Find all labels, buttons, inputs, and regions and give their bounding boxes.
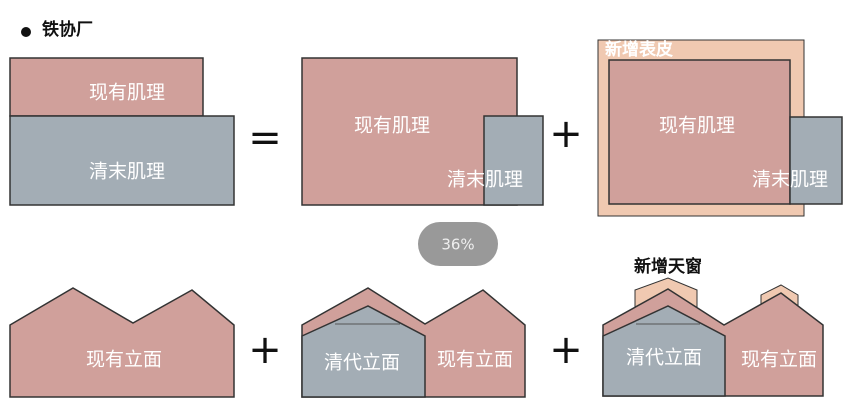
section-title: 铁协厂 [42,19,93,40]
plus-sign: + [549,327,583,373]
qing-texture-label: 清末肌理 [89,161,165,183]
zoom-badge[interactable]: 36% [418,222,498,266]
plus-sign: + [248,327,282,373]
qing-facade-shape [301,305,426,398]
qing-texture-block [789,116,843,205]
qing-facade-shape [602,305,726,397]
facade-existing: 现有立面 [9,287,235,398]
equals-sign: = [248,115,282,161]
existing-texture-label: 现有肌理 [354,115,430,137]
facade-step-2: 新增天窗 清代立面 现有立面 [602,256,824,397]
existing-facade-label: 现有立面 [741,349,817,371]
new-skylight-label: 新增天窗 [634,256,702,277]
qing-texture-block [9,115,235,206]
new-skin-label: 新增表皮 [605,39,673,60]
existing-texture-block [9,57,204,117]
existing-texture-block [608,59,791,205]
qing-texture-label: 清末肌理 [752,169,828,191]
existing-texture-label: 现有肌理 [659,115,735,137]
zoom-level: 36% [441,236,474,254]
qing-facade-label: 清代立面 [324,352,400,374]
facade-step-1: 清代立面 现有立面 [301,287,526,398]
qing-texture-label: 清末肌理 [447,169,523,191]
existing-texture-label: 现有肌理 [89,82,165,104]
qing-facade-label: 清代立面 [626,347,702,369]
existing-texture-block [301,57,518,206]
texture-step-1: 现有肌理 清末肌理 [301,57,544,206]
bullet-icon [21,27,31,37]
existing-facade-shape [9,287,235,398]
existing-facade-label: 现有立面 [437,349,513,371]
texture-combined: 现有肌理 清末肌理 [9,57,235,206]
existing-facade-label: 现有立面 [86,349,162,371]
zoom-badge-bg [418,222,498,266]
qing-texture-block [483,115,544,206]
texture-step-2: 新增表皮 现有肌理 清末肌理 [597,39,843,217]
plus-sign: + [549,111,583,157]
